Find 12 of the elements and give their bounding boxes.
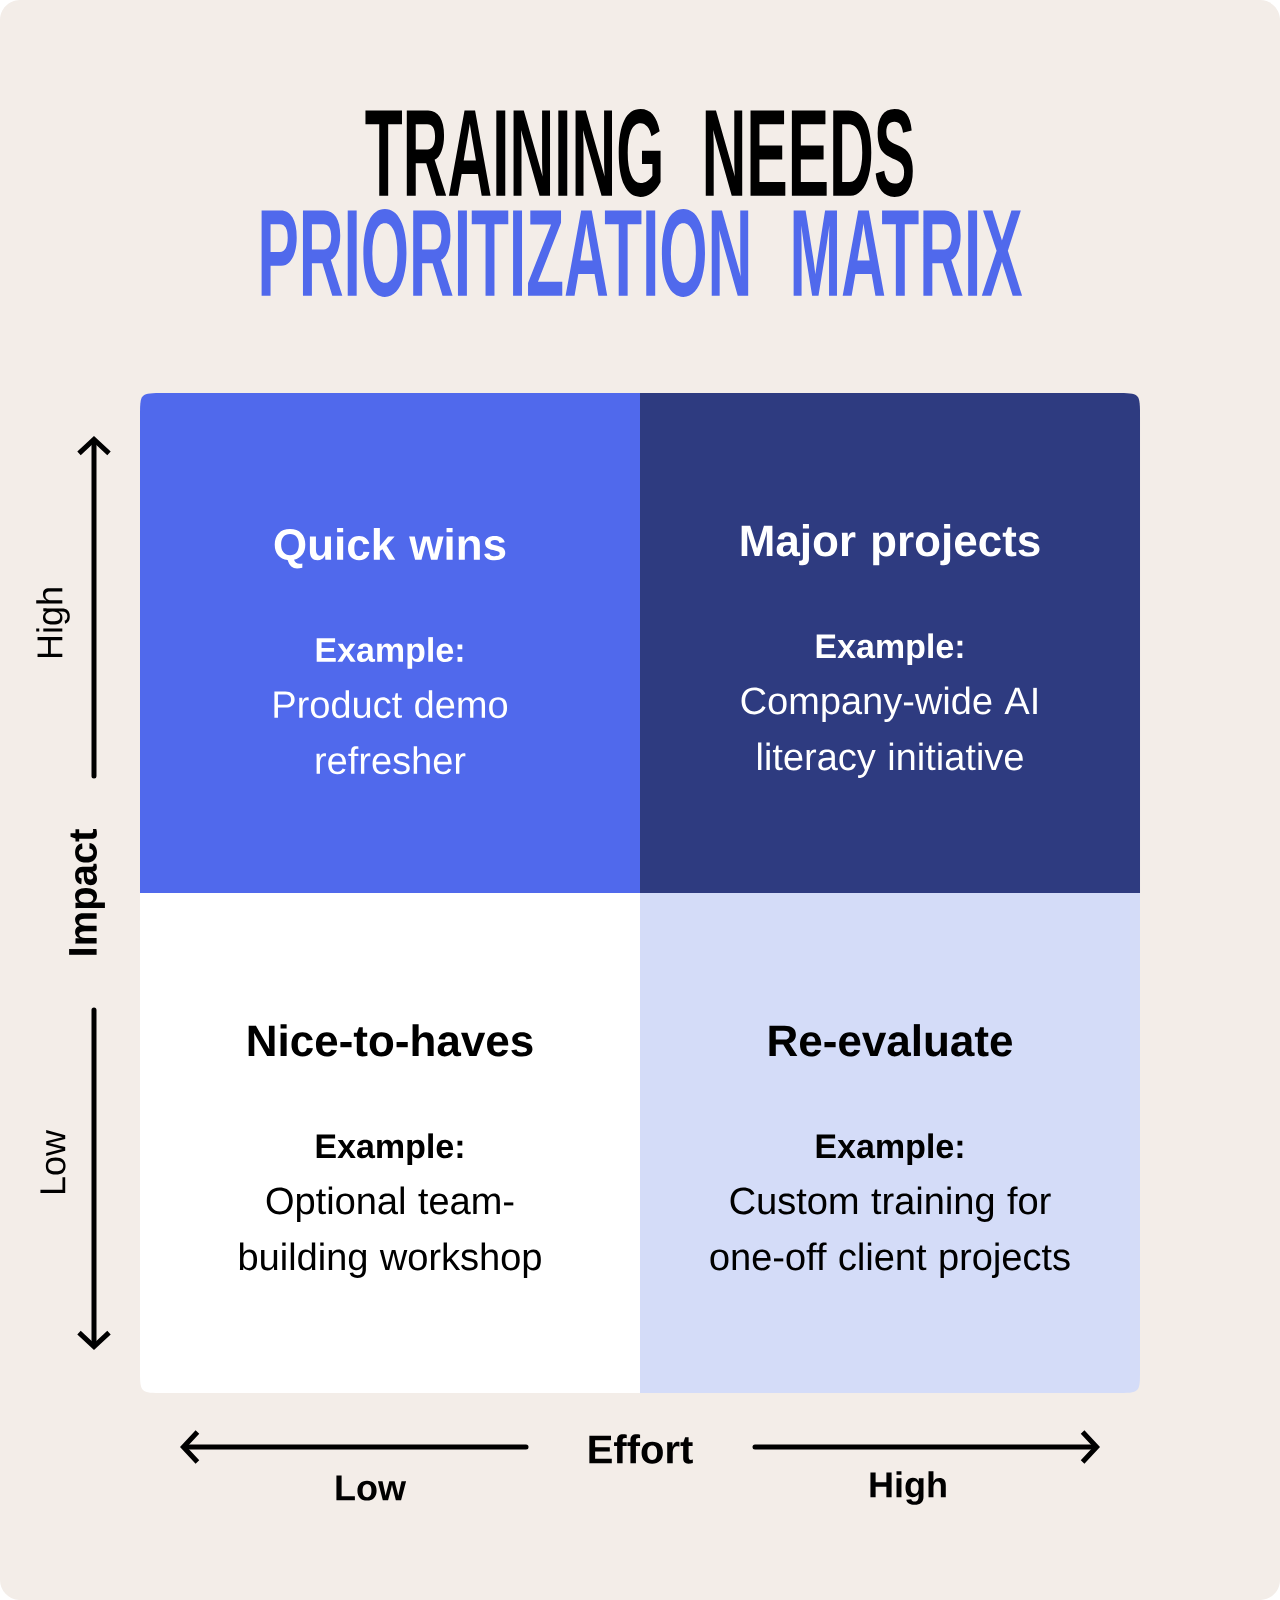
quadrant-box: Nice-to-haves Example: Optional team-building workshop — [140, 893, 640, 1393]
title: TRAINING NEEDS — [365, 109, 913, 197]
axis-title: Impact — [69, 829, 105, 955]
axis-label: High — [870, 1471, 946, 1505]
quadrant-box: Re-evaluate Example: Custom training for one-off client projects — [640, 893, 1140, 1393]
axis-label: High — [36, 588, 70, 658]
quadrant-box: Quick wins Example: Product demo refresher — [140, 393, 640, 893]
axis-title: Effort — [589, 1434, 693, 1464]
title: PRIORITIZATION MATRIX — [261, 209, 1023, 297]
axis-label: Low — [336, 1475, 407, 1501]
quadrant-box: Major projects Example: Company-wide AI literacy initiative — [640, 393, 1140, 893]
axis-label: Low — [40, 1129, 66, 1194]
